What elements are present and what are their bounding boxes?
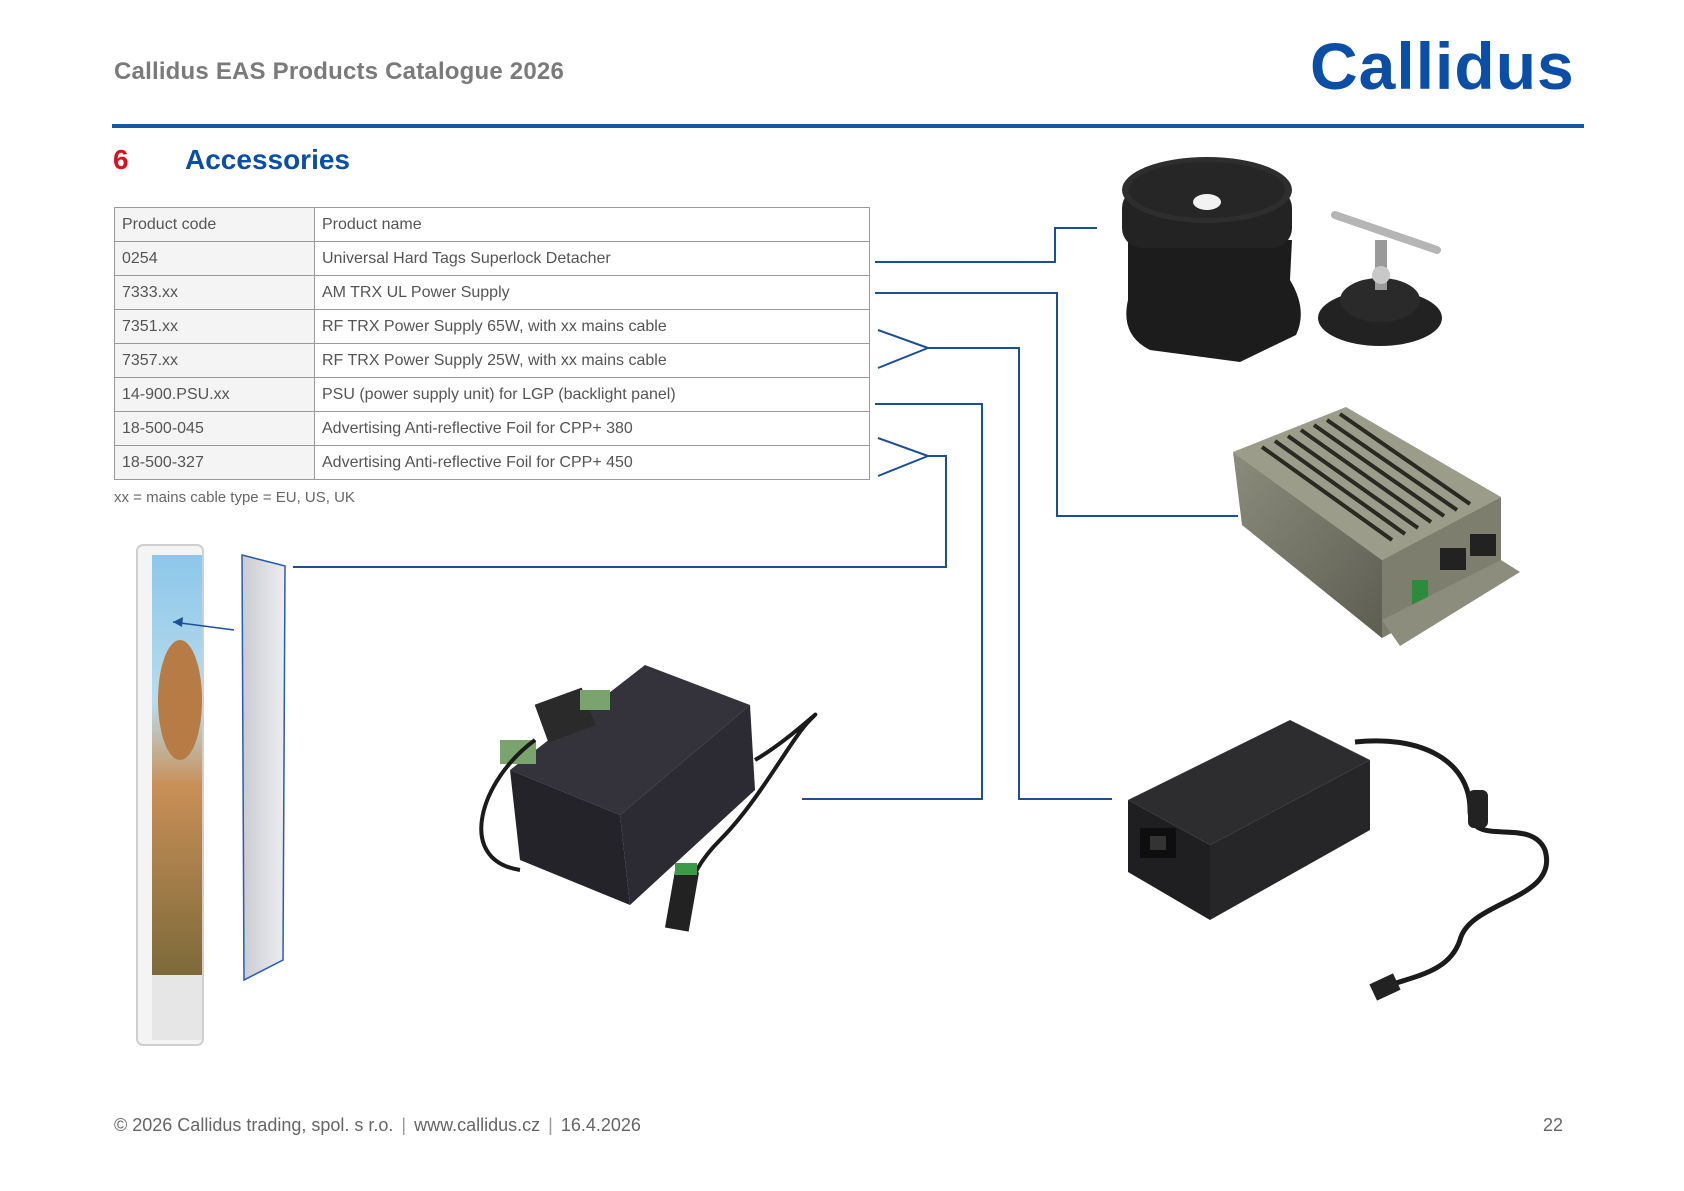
superlock-detacher-image (1122, 157, 1442, 362)
footer-date: 16.4.2026 (560, 1115, 641, 1135)
table-row: 7357.xx RF TRX Power Supply 25W, with xx… (114, 343, 870, 378)
product-name-cell: RF TRX Power Supply 65W, with xx mains c… (314, 309, 870, 344)
section-title: Accessories (185, 144, 351, 175)
connector-foil-trunk (293, 455, 947, 568)
footer-separator: | (401, 1115, 407, 1135)
header-divider (112, 124, 1584, 128)
table-row: 18-500-327 Advertising Anti-reflective F… (114, 445, 870, 480)
rf-trx-power-supply-image (1128, 720, 1550, 1001)
product-name-cell: PSU (power supply unit) for LGP (backlig… (314, 377, 870, 412)
column-header-product-code: Product code (114, 207, 315, 242)
product-name-cell: Universal Hard Tags Superlock Detacher (314, 241, 870, 276)
callidus-logo: Callidus (1310, 29, 1575, 103)
product-code-cell: 14-900.PSU.xx (114, 377, 315, 412)
connector-lgp-psu (802, 403, 983, 800)
product-name-cell: AM TRX UL Power Supply (314, 275, 870, 310)
connector-lines (293, 227, 1238, 800)
table-row: 14-900.PSU.xx PSU (power supply unit) fo… (114, 377, 870, 412)
section-number: 6 (113, 144, 129, 175)
advertising-display-image (136, 544, 235, 1046)
catalogue-title: Callidus EAS Products Catalogue 2026 (114, 58, 564, 85)
column-header-product-name: Product name (314, 207, 870, 242)
product-name-cell: RF TRX Power Supply 25W, with xx mains c… (314, 343, 870, 378)
product-code-cell: 18-500-045 (114, 411, 315, 446)
connector-rf-psu-25w (877, 347, 929, 369)
am-trx-power-supply-image (1233, 407, 1520, 646)
connector-foil-450 (877, 455, 929, 477)
product-code-cell: 7351.xx (114, 309, 315, 344)
table-row: 18-500-045 Advertising Anti-reflective F… (114, 411, 870, 446)
table-header-row: Product code Product name (114, 207, 870, 242)
page-footer: © 2026 Callidus trading, spol. s r.o. | ww… (114, 1115, 641, 1136)
product-name-cell: Advertising Anti-reflective Foil for CPP… (314, 445, 870, 480)
table-row: 7351.xx RF TRX Power Supply 65W, with xx… (114, 309, 870, 344)
page-number: 22 (1543, 1115, 1564, 1135)
connector-rf-psu-65w (877, 329, 929, 349)
lgp-psu-image (479, 665, 818, 932)
connector-rf-psu-trunk (928, 347, 1112, 800)
accessories-table: Product code Product name 0254 Universal… (114, 207, 870, 480)
copyright-text: © 2026 Callidus trading, spol. s r.o. (114, 1115, 394, 1135)
anti-reflective-foil-image (241, 554, 286, 982)
table-row: 0254 Universal Hard Tags Superlock Detac… (114, 241, 870, 276)
connector-detacher (875, 227, 1097, 263)
connector-am-psu (875, 292, 1238, 517)
website-link[interactable]: www.callidus.cz (414, 1115, 541, 1135)
mains-cable-note: xx = mains cable type = EU, US, UK (114, 489, 355, 506)
connector-foil-380 (877, 437, 929, 457)
footer-separator: | (548, 1115, 553, 1135)
product-code-cell: 0254 (114, 241, 315, 276)
product-name-cell: Advertising Anti-reflective Foil for CPP… (314, 411, 870, 446)
